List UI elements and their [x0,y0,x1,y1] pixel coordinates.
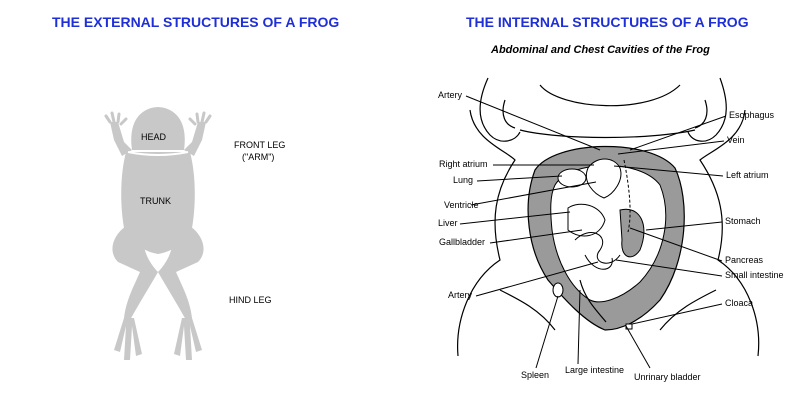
leader-stomach [645,221,723,231]
label-gallbladder: Gallbladder [439,237,486,247]
frog-hind-foot-right [174,318,202,360]
frog-silhouette [104,107,212,360]
label-stomach: Stomach [725,216,761,226]
label-front-leg-arm: ("ARM") [242,152,275,162]
label-vein: Vein [727,135,745,145]
label-artery-bottom: Artery [448,290,473,300]
frog-hind-leg-right [158,226,204,320]
liver-shape [567,203,606,237]
leader-vein [617,140,725,155]
leader-large-intestine [577,289,581,365]
organ-area [550,165,667,303]
right-thigh [659,289,717,331]
label-spleen: Spleen [521,370,550,380]
head-trunk-divider [127,151,189,156]
label-pancreas: Pancreas [725,255,764,265]
label-lung: Lung [453,175,474,185]
right-arm-inner [694,99,708,129]
leader-small-intestine [615,259,723,277]
label-right-atrium: Right atrium [439,159,488,169]
label-esophagus: Esophagus [729,110,775,120]
frog-hind-leg-left [112,226,158,320]
large-intestine-shape [579,279,607,323]
leader-artery-bottom [475,261,599,297]
leader-ventricle [470,181,597,206]
frog-head-shape [131,107,185,150]
label-artery-top: Artery [438,90,463,100]
leader-pancreas [629,227,723,262]
frog-front-leg-left [110,122,132,156]
label-front-leg: FRONT LEG [234,140,286,150]
label-trunk: TRUNK [140,196,171,206]
leader-lung [476,175,563,182]
left-arm [479,77,521,142]
leader-esophagus [629,115,727,151]
heart [586,158,622,199]
frog-front-leg-right [184,122,206,156]
label-liver: Liver [438,218,458,228]
label-small-intestine: Small intestine [725,270,784,280]
esophagus-dashed [623,159,631,233]
leader-liver [459,211,571,225]
small-intestine-coils [574,232,621,270]
spleen-shape [552,282,564,298]
leader-left-atrium [613,165,724,177]
label-ventricle: Ventricle [444,200,479,210]
left-thigh [499,289,556,331]
stomach-shape [619,208,645,258]
external-title: THE EXTERNAL STRUCTURES OF A FROG [52,14,340,30]
throat-line [539,84,681,107]
leader-gallbladder [489,229,583,244]
label-cloaca: Cloaca [725,298,754,308]
internal-subtitle: Abdominal and Chest Cavities of the Frog [491,44,710,56]
frog-trunk-shape [121,152,195,254]
label-urinary-bladder: Unrinary bladder [634,372,701,382]
right-arm [687,77,727,142]
internal-title: THE INTERNAL STRUCTURES OF A FROG [466,14,749,30]
leader-artery-top [465,95,601,151]
leader-lines [459,95,727,369]
label-head: HEAD [141,132,167,142]
leader-urinary-bladder [625,325,651,369]
leader-cloaca [631,303,723,325]
label-hind-leg: HIND LEG [229,295,272,305]
frog-hind-foot-left [114,318,142,360]
label-left-atrium: Left atrium [726,170,769,180]
lung-shape [557,168,587,188]
label-large-intestine: Large intestine [565,365,625,375]
body-outline [457,109,760,357]
leader-spleen [535,295,559,369]
left-arm-inner [502,99,516,129]
